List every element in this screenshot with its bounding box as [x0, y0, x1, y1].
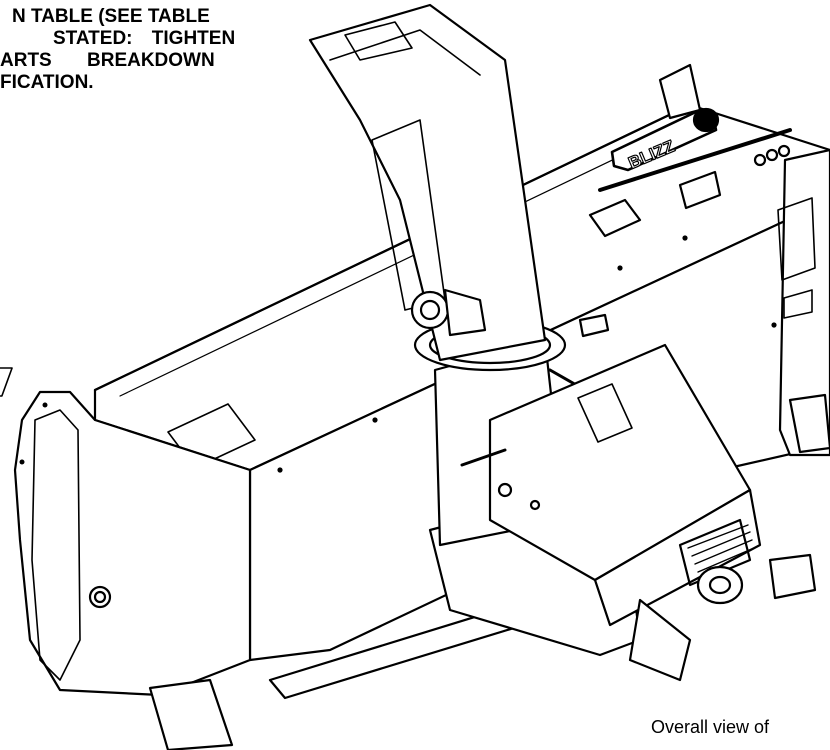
note-line-3: ARTS BREAKDOWN — [0, 50, 215, 71]
note-line-2: STATED: TIGHTEN — [53, 28, 236, 49]
gearbox-cover — [462, 345, 760, 625]
figure-caption: Overall view of — [651, 717, 770, 737]
note-line-1: N TABLE (SEE TABLE — [12, 6, 210, 27]
note-line-4: FICATION. — [0, 72, 94, 93]
skid-shoes — [150, 395, 830, 750]
left-end-plate — [15, 392, 250, 695]
chute-crank — [590, 130, 790, 236]
belt-tensioner — [630, 520, 815, 680]
instruction-note: N TABLE (SEE TABLE STATED: TIGHTEN ARTS … — [0, 6, 290, 94]
brand-logo: BLIZZ — [612, 109, 718, 173]
